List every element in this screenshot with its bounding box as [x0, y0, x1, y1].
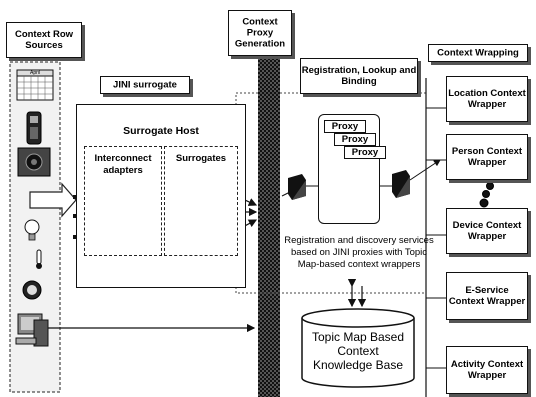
proxy-card-2: Proxy [334, 133, 376, 146]
calendar-month-label: April [25, 70, 45, 76]
context-proxy-generation-label: Context Proxy Generation [229, 17, 291, 50]
location-context-wrapper: Location Context Wrapper [446, 76, 528, 122]
proxy-card-3: Proxy [344, 146, 386, 159]
phone-icon [27, 112, 41, 144]
clock-icon [23, 281, 41, 299]
device-context-wrapper-label: Device Context Wrapper [447, 220, 527, 242]
context-row-sources-label: Context Row Sources [7, 29, 81, 51]
device-context-wrapper: Device Context Wrapper [446, 208, 528, 254]
context-proxy-generation-box: Context Proxy Generation [228, 10, 292, 56]
proxy-card-1: Proxy [324, 120, 366, 133]
registration-description: Registration and discovery services base… [284, 235, 434, 271]
interconnect-adapters-region: Interconnect adapters [84, 146, 162, 256]
camera-icon [18, 148, 50, 176]
jini-surrogate-box: JINI surrogate [100, 76, 190, 94]
person-context-wrapper: Person Context Wrapper [446, 134, 528, 180]
proxy-generation-pillar [258, 40, 280, 397]
surrogates-region: Surrogates [164, 146, 238, 256]
registration-lookup-binding-label: Registration, Lookup and Binding [301, 65, 417, 87]
surrogate-host-label: Surrogate Host [77, 125, 245, 137]
eservice-context-wrapper-label: E-Service Context Wrapper [447, 285, 527, 307]
jini-surrogate-label: JINI surrogate [101, 80, 189, 91]
person-context-wrapper-label: Person Context Wrapper [447, 146, 527, 168]
knowledge-base-label: Topic Map Based Context Knowledge Base [306, 330, 410, 372]
activity-context-wrapper: Activity Context Wrapper [446, 346, 528, 394]
activity-context-wrapper-label: Activity Context Wrapper [447, 359, 527, 381]
context-wrapping-label: Context Wrapping [429, 48, 527, 59]
network-node-right [392, 170, 410, 198]
context-row-sources-box: Context Row Sources [6, 22, 82, 58]
thermometer-icon [36, 250, 42, 269]
context-wrapping-box: Context Wrapping [428, 44, 528, 62]
location-context-wrapper-label: Location Context Wrapper [447, 88, 527, 110]
eservice-context-wrapper: E-Service Context Wrapper [446, 272, 528, 320]
registration-lookup-binding-box: Registration, Lookup and Binding [300, 58, 418, 94]
surrogates-label: Surrogates [167, 153, 235, 165]
interconnect-adapters-label: Interconnect adapters [87, 153, 159, 177]
network-node-left [288, 174, 306, 200]
